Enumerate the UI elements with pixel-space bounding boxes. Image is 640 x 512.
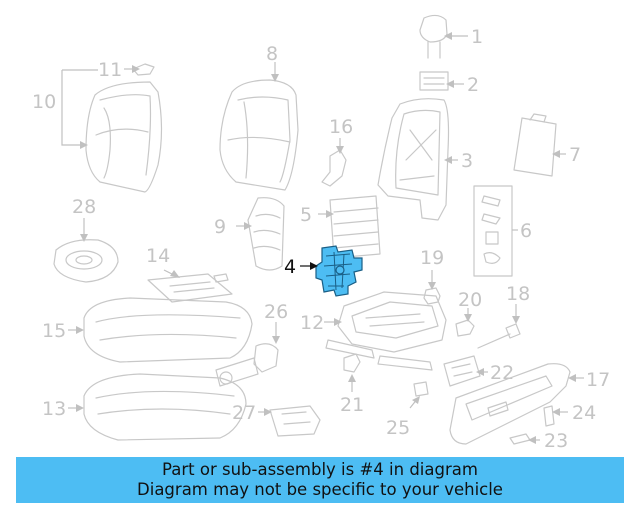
callout-16: 16 [329,116,353,138]
callout-19: 19 [420,247,444,269]
seat-back-cover-10 [85,81,163,193]
back-suspension-5 [329,195,381,259]
clip-20 [455,319,475,337]
seat-frame-12 [325,291,447,371]
seat-back-frame-3 [377,98,450,221]
seat-back-pad-8 [219,79,299,191]
callout-15: 15 [42,320,66,342]
callout-6: 6 [520,220,532,242]
info-banner: Part or sub-assembly is #4 in diagram Di… [16,457,624,503]
switch-23 [509,433,531,445]
callout-8: 8 [266,43,278,65]
callout-25: 25 [386,417,410,439]
lumbar-pad-9 [247,197,285,271]
callout-12: 12 [300,312,324,334]
callout-17: 17 [586,369,610,391]
callout-13: 13 [42,398,66,420]
callout-21: 21 [340,394,364,416]
callout-1: 1 [471,26,483,48]
adjuster-27 [269,405,321,437]
connector-25 [413,381,429,397]
back-panel-7 [513,113,557,177]
speaker-28 [53,239,119,283]
callout-10: 10 [32,91,56,113]
banner-line-2: Diagram may not be specific to your vehi… [137,480,503,499]
callout-2: 2 [467,74,479,96]
callout-24: 24 [572,402,596,424]
fastener-kit-6 [473,185,513,277]
callout-23: 23 [544,430,568,452]
heater-element-14 [147,273,233,303]
callout-7: 7 [569,144,581,166]
bracket-21 [343,353,361,373]
callout-3: 3 [461,150,473,172]
headrest-1 [419,14,448,59]
cushion-pad-13 [83,373,247,441]
callout-5: 5 [300,204,312,226]
banner-line-1: Part or sub-assembly is #4 in diagram [162,460,478,479]
callout-20: 20 [458,289,482,311]
headrest-guide-2 [419,71,449,91]
callout-4: 4 [284,256,296,278]
knob-24 [543,405,555,427]
callout-11: 11 [98,59,122,81]
callout-26: 26 [264,301,288,323]
clip-16 [321,149,347,187]
side-trim-17 [449,363,571,445]
cushion-cover-15 [83,297,253,363]
callout-14: 14 [146,245,170,267]
bracket-11 [132,63,155,76]
callout-27: 27 [232,402,256,424]
callout-28: 28 [72,196,96,218]
callout-9: 9 [214,216,226,238]
lumbar-assembly-4-highlighted [315,245,363,297]
callout-18: 18 [506,283,530,305]
cable-18 [477,323,521,349]
switch-housing-22 [443,355,481,387]
